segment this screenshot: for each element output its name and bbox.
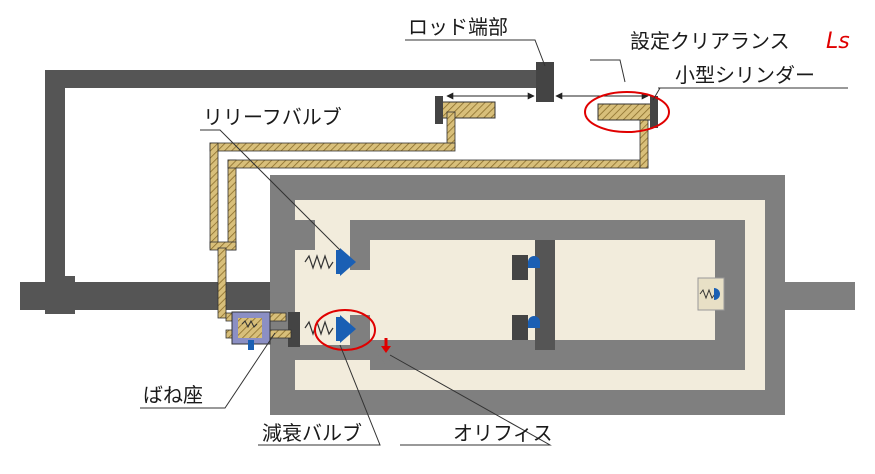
orifice-label: オリフィス: [453, 421, 553, 445]
set-clearance-symbol: Ls: [826, 29, 850, 54]
set-clearance-label: 設定クリアランス: [630, 29, 790, 53]
damping-valve-highlight: [314, 309, 376, 351]
piston-head: [512, 240, 555, 350]
relief-valve: [304, 248, 356, 276]
small-cylinder-highlight: [584, 91, 670, 133]
linkage-frame: [45, 62, 554, 310]
spring-seat: [231, 311, 271, 350]
relief-valve-label: リリーフバルブ: [203, 105, 342, 129]
spring-seat-label: ばね座: [143, 383, 203, 407]
leader-lines: [140, 39, 848, 446]
rod-end-label: ロッド端部: [408, 15, 508, 39]
right-check-valve: [697, 277, 725, 311]
orifice: [378, 338, 394, 365]
small-cylinder-label: 小型シリンダー: [675, 63, 815, 87]
damping-valve-label: 減衰バルブ: [262, 421, 362, 445]
